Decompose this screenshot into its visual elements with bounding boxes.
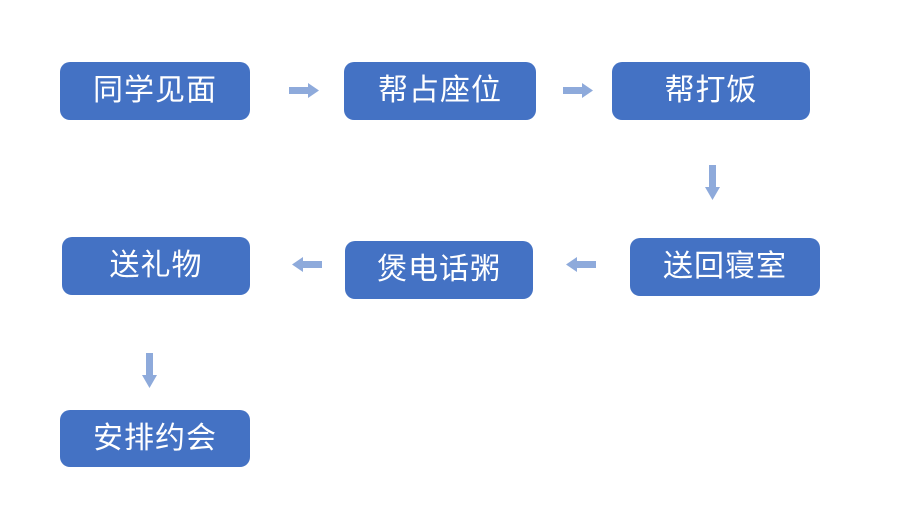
block-arrow-left-icon <box>292 257 322 272</box>
block-arrow-right-icon <box>289 83 319 98</box>
block-arrow-down-icon <box>705 165 720 200</box>
flow-node-walk-back-dorm: 送回寝室 <box>630 238 820 296</box>
block-arrow-left-icon <box>566 257 596 272</box>
flow-node-save-seat: 帮占座位 <box>344 62 536 120</box>
flow-node-long-phone-calls: 煲电话粥 <box>345 241 533 299</box>
flow-node-classmates-meet: 同学见面 <box>60 62 250 120</box>
flow-node-arrange-date: 安排约会 <box>60 410 250 467</box>
block-arrow-down-icon <box>142 353 157 388</box>
block-arrow-right-icon <box>563 83 593 98</box>
flow-node-give-gifts: 送礼物 <box>62 237 250 295</box>
flow-node-get-food: 帮打饭 <box>612 62 810 120</box>
